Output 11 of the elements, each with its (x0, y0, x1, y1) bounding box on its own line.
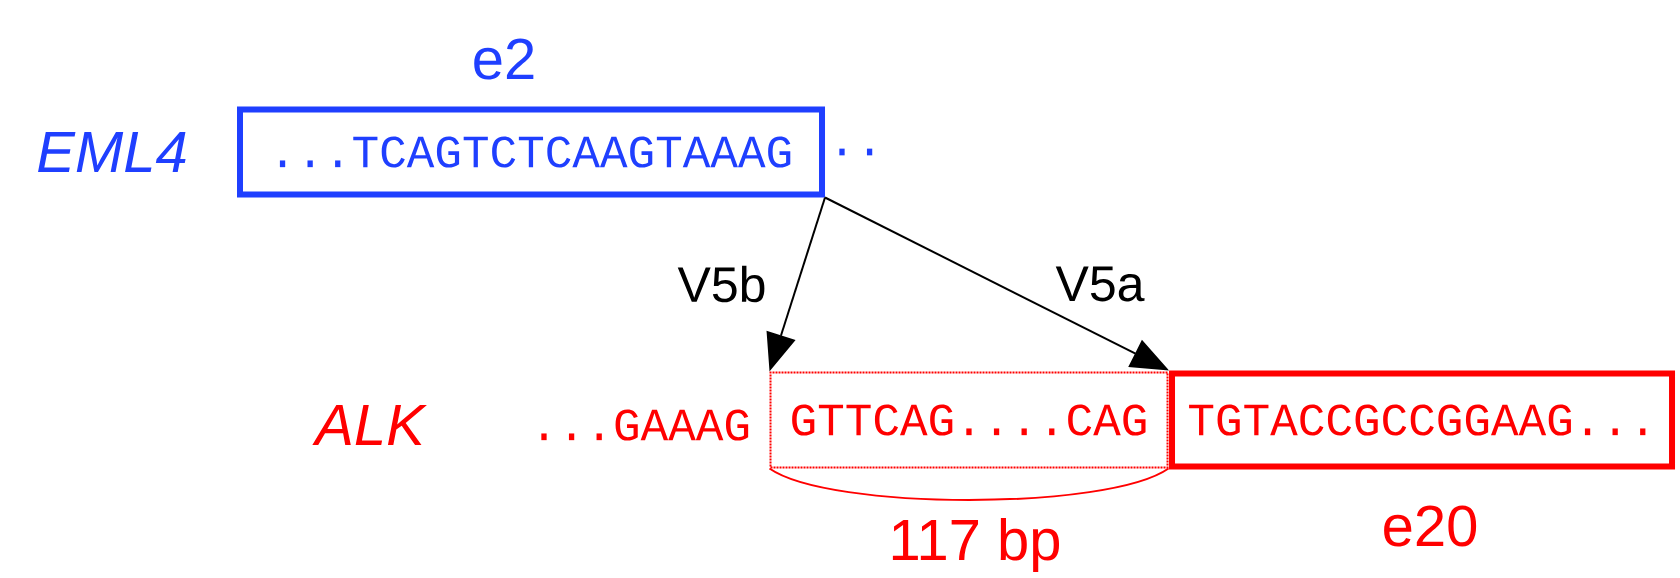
exon-label: e20 (1384, 505, 1477, 547)
length-label: 117 bp (892, 517, 1060, 573)
gene-label: EML4 (38, 132, 186, 172)
sequence-box: ...TCAGTCTCAAGTAAAG (237, 106, 825, 198)
edge-label: V5a (1053, 264, 1147, 304)
gene-label: ALK (312, 405, 427, 445)
sequence-box: TGTACCGCCGGAAG... (1169, 370, 1675, 470)
sequence-text: .. (839, 148, 873, 156)
exon-label: e2 (474, 38, 534, 80)
sequence-box: GTTCAG....CAG (769, 371, 1169, 469)
edge-label: V5b (675, 263, 769, 305)
